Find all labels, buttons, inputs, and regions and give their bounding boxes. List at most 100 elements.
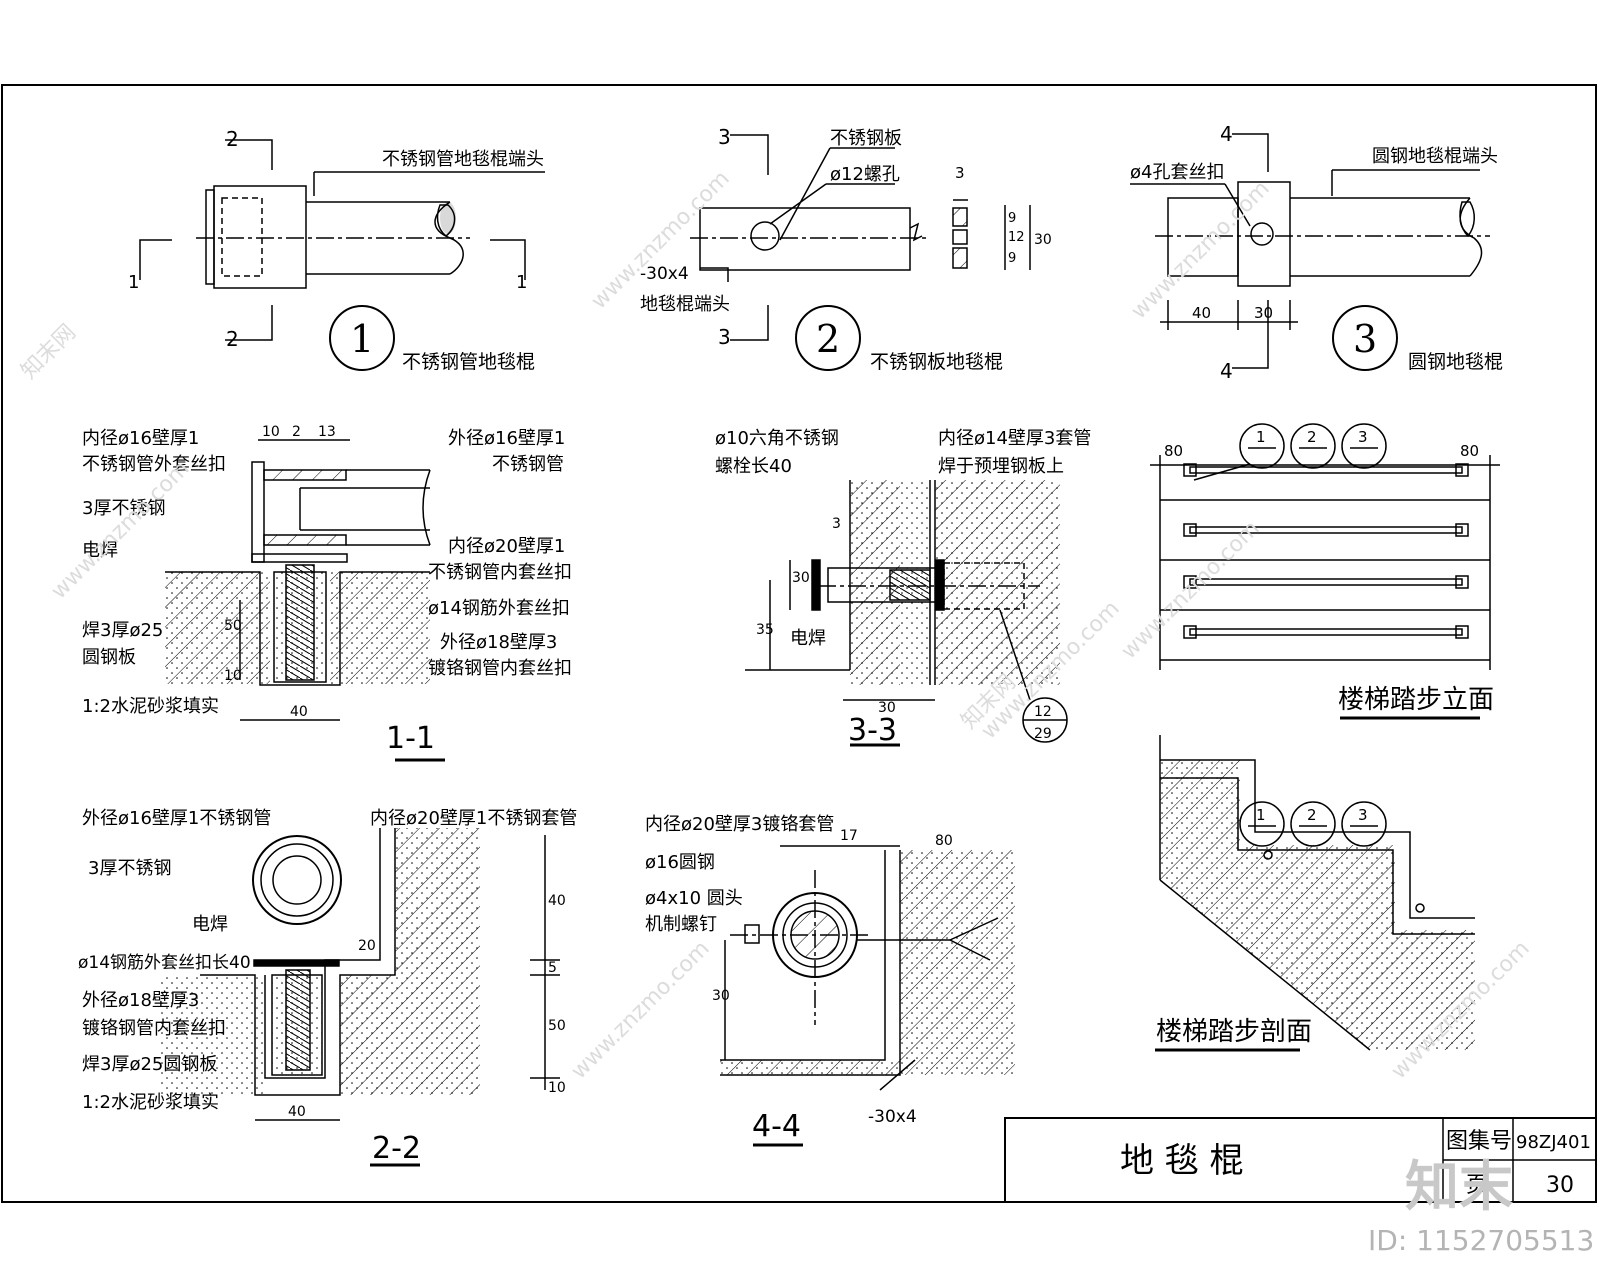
stair-rod-3 — [1189, 578, 1463, 586]
stair-elev-dim-left: 80 — [1164, 442, 1183, 460]
stair-rod-end-cap — [1183, 523, 1197, 537]
s33-label-4: 电焊 — [790, 628, 826, 649]
page-label: 页 — [1466, 1173, 1488, 1198]
s22-dim-1: 40 — [548, 893, 566, 909]
stair-sect-ref-2: 2 — [1307, 806, 1317, 824]
watermark-site-6: www.znzmo.com — [567, 936, 715, 1084]
d2-dim-a: 9 — [1008, 211, 1016, 226]
s11-label-8: 不锈钢管 — [492, 454, 564, 475]
s44-label-3: 机制螺钉 — [645, 914, 717, 935]
section-3-3-drawing — [745, 480, 1068, 747]
s11-label-2: 3厚不锈钢 — [82, 498, 165, 519]
s33-dim-1: 30 — [792, 570, 810, 586]
stair-sect-ref-1: 1 — [1256, 806, 1266, 824]
section-1-1-drawing — [165, 439, 445, 762]
d3-dim-b: 30 — [1254, 304, 1273, 322]
s22-label-1: 内径ø20壁厚1不锈钢套管 — [370, 808, 577, 829]
stair-rod-end-cap — [1455, 575, 1469, 589]
s11-label-6: 1:2水泥砂浆填实 — [82, 696, 219, 717]
section-2-2-drawing — [160, 828, 560, 1167]
s11-label-5: 圆钢板 — [82, 647, 136, 668]
detail-3-round-bar-rod — [1130, 133, 1490, 371]
s22-dim-0: 20 — [358, 938, 376, 954]
stair-rod-end-cap — [1183, 625, 1197, 639]
section-2-2-title: 2-2 — [372, 1131, 421, 1166]
stair-rod-end-cap — [1183, 575, 1197, 589]
s22-dim-3: 50 — [548, 1018, 566, 1034]
page-number: 30 — [1546, 1173, 1574, 1198]
s11-dim-5: 40 — [290, 704, 308, 720]
d2-dim-c: 9 — [1008, 251, 1016, 266]
s11-dim-4: 10 — [224, 668, 242, 684]
s11-label-10: 不锈钢管内套丝扣 — [428, 562, 572, 583]
s11-label-4: 焊3厚ø25 — [82, 620, 163, 641]
d3-number: 3 — [1353, 317, 1377, 361]
drawing-title: 地 毯 棍 — [1120, 1141, 1244, 1181]
stair-elevation-title: 楼梯踏步立面 — [1338, 685, 1494, 715]
s44-label-4: -30x4 — [868, 1107, 917, 1127]
s11-dim-0: 10 — [262, 424, 280, 440]
detail-1-pipe-rod — [139, 139, 545, 371]
section-4-4-drawing — [720, 845, 1015, 1147]
stair-rod-4 — [1189, 628, 1463, 636]
s44-label-1: ø16圆钢 — [645, 852, 715, 873]
s44-dim-0: 17 — [840, 828, 858, 844]
d2-cut-bottom: 3 — [718, 325, 731, 349]
d2-plate-label: 不锈钢板 — [830, 128, 902, 149]
s11-dim-2: 13 — [318, 424, 336, 440]
stair-elev-ref-1: 1 — [1256, 428, 1266, 446]
s11-label-3: 电焊 — [82, 540, 118, 561]
d3-cut-bottom: 4 — [1220, 359, 1233, 383]
s11-dim-1: 2 — [292, 424, 301, 440]
stair-rod-end-cap — [1455, 625, 1469, 639]
atlas-number: 98ZJ401 — [1516, 1132, 1591, 1153]
s33-dim-2: 35 — [756, 622, 774, 638]
stair-section-drawing — [1155, 735, 1475, 1052]
s11-label-13: 镀铬钢管内套丝扣 — [428, 658, 572, 679]
s44-dim-2: 30 — [712, 988, 730, 1004]
atlas-label: 图集号 — [1446, 1129, 1512, 1154]
s11-label-11: ø14钢筋外套丝扣 — [428, 598, 570, 619]
d1-end-label: 不锈钢管地毯棍端头 — [382, 149, 544, 170]
s33-label-3: 焊于预埋钢板上 — [938, 456, 1064, 477]
stair-elev-dim-right: 80 — [1460, 442, 1479, 460]
s33-label-0: ø10六角不锈钢 — [715, 428, 839, 449]
section-1-1-title: 1-1 — [386, 721, 435, 756]
s33-label-1: 螺栓长40 — [715, 456, 792, 477]
d2-end-label: 地毯棍端头 — [640, 294, 730, 315]
d3-title: 圆钢地毯棍 — [1408, 351, 1503, 373]
d3-cut-top: 4 — [1220, 122, 1233, 146]
title-block — [1004, 1117, 1597, 1203]
s33-label-2: 内径ø14壁厚3套管 — [938, 428, 1091, 449]
section-4-4-title: 4-4 — [752, 1109, 801, 1144]
s44-label-2: ø4x10 圆头 — [645, 888, 743, 909]
d1-cut-left: 1 — [128, 272, 139, 293]
s11-dim-3: 50 — [224, 618, 242, 634]
stair-sect-ref-3: 3 — [1358, 806, 1368, 824]
stair-elev-ref-2: 2 — [1307, 428, 1317, 446]
watermark-id: ID: 1152705513 — [1368, 1224, 1594, 1257]
sheet-border — [1, 84, 1597, 1203]
s22-dim-4: 10 — [548, 1080, 566, 1096]
stair-rod-end-cap — [1455, 463, 1469, 477]
d1-cut-bottom: 2 — [226, 327, 239, 351]
s33-ref-top: 12 — [1034, 704, 1052, 720]
stair-rod-end-cap — [1183, 463, 1197, 477]
s22-label-6: 镀铬钢管内套丝扣 — [82, 1018, 226, 1039]
stair-elev-ref-3: 3 — [1358, 428, 1368, 446]
s22-dim-2: 5 — [548, 960, 557, 976]
s22-label-2: 3厚不锈钢 — [88, 858, 171, 879]
stair-section-title: 楼梯踏步剖面 — [1156, 1017, 1312, 1047]
watermark-site-1: www.znzmo.com — [587, 166, 735, 314]
s11-label-7: 外径ø16壁厚1 — [448, 428, 565, 449]
s22-label-5: 外径ø18壁厚3 — [82, 990, 199, 1011]
d2-dim-h: 30 — [1034, 232, 1052, 248]
stair-rod-end-cap — [1455, 523, 1469, 537]
s33-dim-3: 30 — [878, 700, 896, 716]
stair-rod-2 — [1189, 526, 1463, 534]
d1-number: 1 — [350, 317, 374, 361]
s11-label-9: 内径ø20壁厚1 — [448, 536, 565, 557]
s11-label-12: 外径ø18壁厚3 — [440, 632, 557, 653]
s22-label-3: 电焊 — [192, 914, 228, 935]
